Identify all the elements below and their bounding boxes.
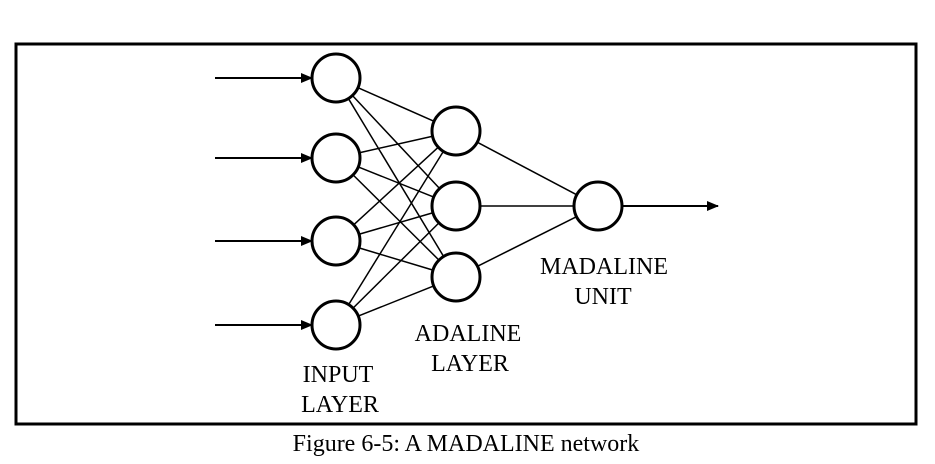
adaline-node-1 xyxy=(430,105,482,157)
madaline-node xyxy=(572,180,624,232)
adaline-node-2 xyxy=(430,180,482,232)
input-node-2 xyxy=(310,132,362,184)
connection-input4-adaline1 xyxy=(347,151,445,305)
connection-input2-adaline1 xyxy=(359,135,433,154)
input-arrows xyxy=(215,73,313,330)
connections xyxy=(347,87,578,317)
connection-adaline3-madaline xyxy=(477,216,577,267)
madaline-unit-label-line1: MADALINE xyxy=(540,254,668,280)
connection-input1-adaline3 xyxy=(347,98,445,257)
input-layer-label-line2: LAYER xyxy=(301,392,379,418)
connection-input3-adaline1 xyxy=(353,146,439,226)
input-node-3 xyxy=(310,215,362,267)
adaline-layer-label-line2: LAYER xyxy=(431,351,509,377)
input-layer-label-line1: INPUT xyxy=(303,362,374,388)
connection-input3-adaline2 xyxy=(358,212,434,235)
input-node-4 xyxy=(310,299,362,351)
diagram-frame xyxy=(14,42,918,426)
connection-input4-adaline2 xyxy=(352,222,440,309)
adaline-layer-label-line1: ADALINE xyxy=(415,321,522,347)
nodes xyxy=(310,52,624,351)
adaline-layer-label: ADALINE LAYER xyxy=(415,321,522,377)
connection-input2-adaline3 xyxy=(352,174,440,261)
connection-input2-adaline2 xyxy=(358,166,434,198)
madaline-unit-label: MADALINE UNIT xyxy=(540,254,668,310)
connection-input1-adaline2 xyxy=(351,94,441,190)
connection-input3-adaline3 xyxy=(358,247,434,271)
connection-adaline1-madaline xyxy=(476,141,578,196)
connection-input4-adaline3 xyxy=(358,285,434,317)
madaline-unit-label-line2: UNIT xyxy=(574,284,632,310)
connection-input1-adaline1 xyxy=(357,87,435,122)
input-node-1 xyxy=(310,52,362,104)
input-layer-label: INPUT LAYER xyxy=(301,362,379,418)
figure-caption: Figure 6-5: A MADALINE network xyxy=(293,431,640,457)
adaline-node-3 xyxy=(430,251,482,303)
